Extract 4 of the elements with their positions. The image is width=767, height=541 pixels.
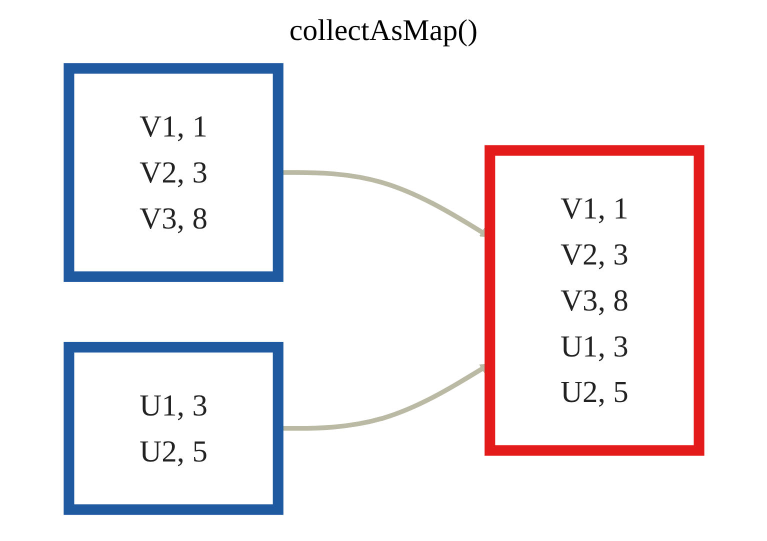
node-box: V1, 1 V2, 3 V3, 8 bbox=[63, 63, 283, 282]
node-box: V1, 1 V2, 3 V3, 8 U1, 3 U2, 5 bbox=[484, 145, 704, 456]
node-box: U1, 3 U2, 5 bbox=[63, 342, 283, 515]
diagram-title: collectAsMap() bbox=[288, 14, 479, 48]
